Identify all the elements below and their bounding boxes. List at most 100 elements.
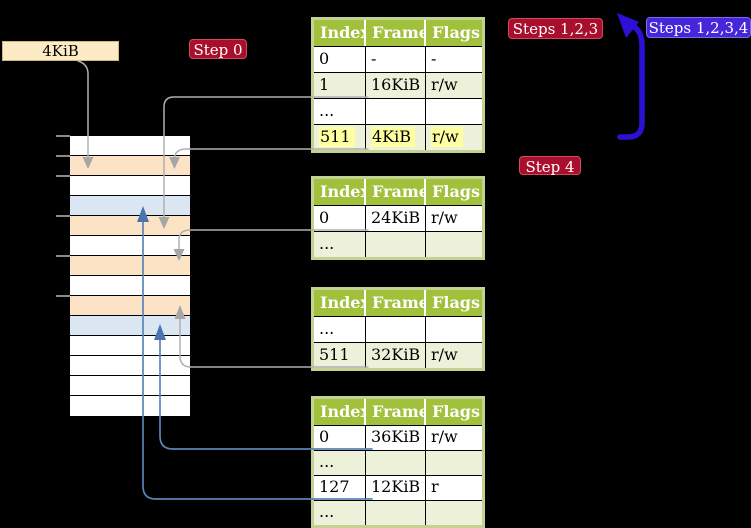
table-row: ... bbox=[314, 450, 482, 475]
memory-frame-free bbox=[70, 356, 190, 376]
cell-value: - bbox=[371, 49, 377, 68]
table-cell bbox=[366, 450, 426, 475]
memory-frame-free bbox=[70, 136, 190, 156]
table-cell bbox=[366, 98, 426, 124]
table-cell: ... bbox=[314, 500, 366, 525]
address-tick-mark bbox=[56, 155, 70, 157]
table-cell: - bbox=[366, 46, 426, 72]
table-cell bbox=[366, 500, 426, 525]
cell-value: 32KiB bbox=[371, 345, 421, 364]
table-row: 0 36KiB r/w bbox=[314, 425, 482, 450]
address-tick-mark bbox=[56, 215, 70, 217]
cell-value: 127 bbox=[319, 477, 350, 496]
address-tick-mark bbox=[56, 135, 70, 137]
table-cell bbox=[426, 500, 482, 525]
table-cell: r bbox=[426, 475, 482, 500]
table-cell: ... bbox=[314, 316, 366, 342]
table-cell: r/w bbox=[426, 72, 482, 98]
column-header-index: Index bbox=[314, 399, 370, 425]
table-row: 0 24KiB r/w bbox=[314, 205, 482, 231]
column-header-flags: Flags bbox=[426, 20, 482, 46]
table-cell bbox=[426, 316, 482, 342]
cell-value: r/w bbox=[431, 127, 463, 147]
memory-frame-page bbox=[70, 196, 190, 216]
physical-memory-stack bbox=[70, 136, 190, 416]
table-cell: 511 bbox=[314, 124, 366, 150]
cell-value: 0 bbox=[319, 427, 330, 446]
table-row: 511 4KiB r/w bbox=[314, 124, 482, 150]
memory-frame-page bbox=[70, 316, 190, 336]
table-cell: 4KiB bbox=[366, 124, 426, 150]
cell-value: ... bbox=[319, 234, 335, 253]
cell-value: 0 bbox=[319, 208, 330, 227]
cell-value: 511 bbox=[319, 345, 350, 364]
memory-frame-free bbox=[70, 176, 190, 196]
arrowhead bbox=[617, 13, 639, 38]
table-row: 0 - - bbox=[314, 46, 482, 72]
table-cell bbox=[366, 231, 426, 257]
cell-value: 36KiB bbox=[371, 427, 421, 446]
cell-value: ... bbox=[319, 101, 335, 120]
cell-value: - bbox=[431, 49, 437, 68]
column-header-index: Index bbox=[314, 290, 370, 316]
cell-value: r/w bbox=[431, 208, 458, 227]
cell-value: r/w bbox=[431, 75, 458, 94]
table-cell: r/w bbox=[426, 425, 482, 450]
table-row: ... bbox=[314, 500, 482, 525]
memory-frame-table bbox=[70, 216, 190, 236]
table-cell: ... bbox=[314, 231, 366, 257]
cell-value: 24KiB bbox=[371, 208, 421, 227]
column-header-frame: Frame bbox=[366, 20, 429, 46]
recursive-loop-arrow bbox=[617, 13, 645, 140]
table-cell bbox=[426, 450, 482, 475]
memory-frame-table bbox=[70, 256, 190, 276]
column-header-flags: Flags bbox=[426, 290, 482, 316]
frame-address-label-4kib: 4KiB bbox=[2, 41, 119, 61]
badge-steps-1-2-3: Steps 1,2,3 bbox=[508, 18, 603, 39]
column-header-index: Index bbox=[314, 179, 370, 205]
address-tick-mark bbox=[56, 175, 70, 177]
table-row: ... bbox=[314, 231, 482, 257]
table-cell: ... bbox=[314, 450, 366, 475]
memory-frame-free bbox=[70, 396, 190, 416]
table-cell: r/w bbox=[426, 205, 482, 231]
memory-frame-table bbox=[70, 156, 190, 176]
cell-value: r/w bbox=[431, 345, 458, 364]
table-cell: 32KiB bbox=[366, 342, 426, 368]
column-header-flags: Flags bbox=[426, 399, 482, 425]
table-cell: 511 bbox=[314, 342, 366, 368]
table-cell: r/w bbox=[426, 124, 482, 150]
table-cell bbox=[426, 231, 482, 257]
table-cell bbox=[366, 316, 426, 342]
table-cell: 12KiB bbox=[366, 475, 426, 500]
cell-value: 0 bbox=[319, 49, 330, 68]
memory-frame-free bbox=[70, 376, 190, 396]
address-tick-mark bbox=[56, 255, 70, 257]
badge-steps-1-2-3-4: Steps 1,2,3,4 bbox=[646, 17, 751, 38]
cell-value: ... bbox=[319, 319, 335, 338]
badge-step-0: Step 0 bbox=[189, 39, 247, 59]
table-cell: r/w bbox=[426, 342, 482, 368]
table-cell: 16KiB bbox=[366, 72, 426, 98]
cell-value: 12KiB bbox=[371, 477, 421, 496]
table-cell: 36KiB bbox=[366, 425, 426, 450]
table-cell: 24KiB bbox=[366, 205, 426, 231]
table-row: 511 32KiB r/w bbox=[314, 342, 482, 368]
cell-value: 4KiB bbox=[371, 127, 416, 147]
cell-value: 511 bbox=[319, 127, 355, 147]
table-cell: 0 bbox=[314, 46, 366, 72]
table-row: 127 12KiB r bbox=[314, 475, 482, 500]
memory-frame-table bbox=[70, 296, 190, 316]
address-tick-mark bbox=[56, 295, 70, 297]
table-cell bbox=[426, 98, 482, 124]
cell-value: ... bbox=[319, 452, 335, 471]
table-cell: 1 bbox=[314, 72, 366, 98]
column-header-index: Index bbox=[314, 20, 370, 46]
